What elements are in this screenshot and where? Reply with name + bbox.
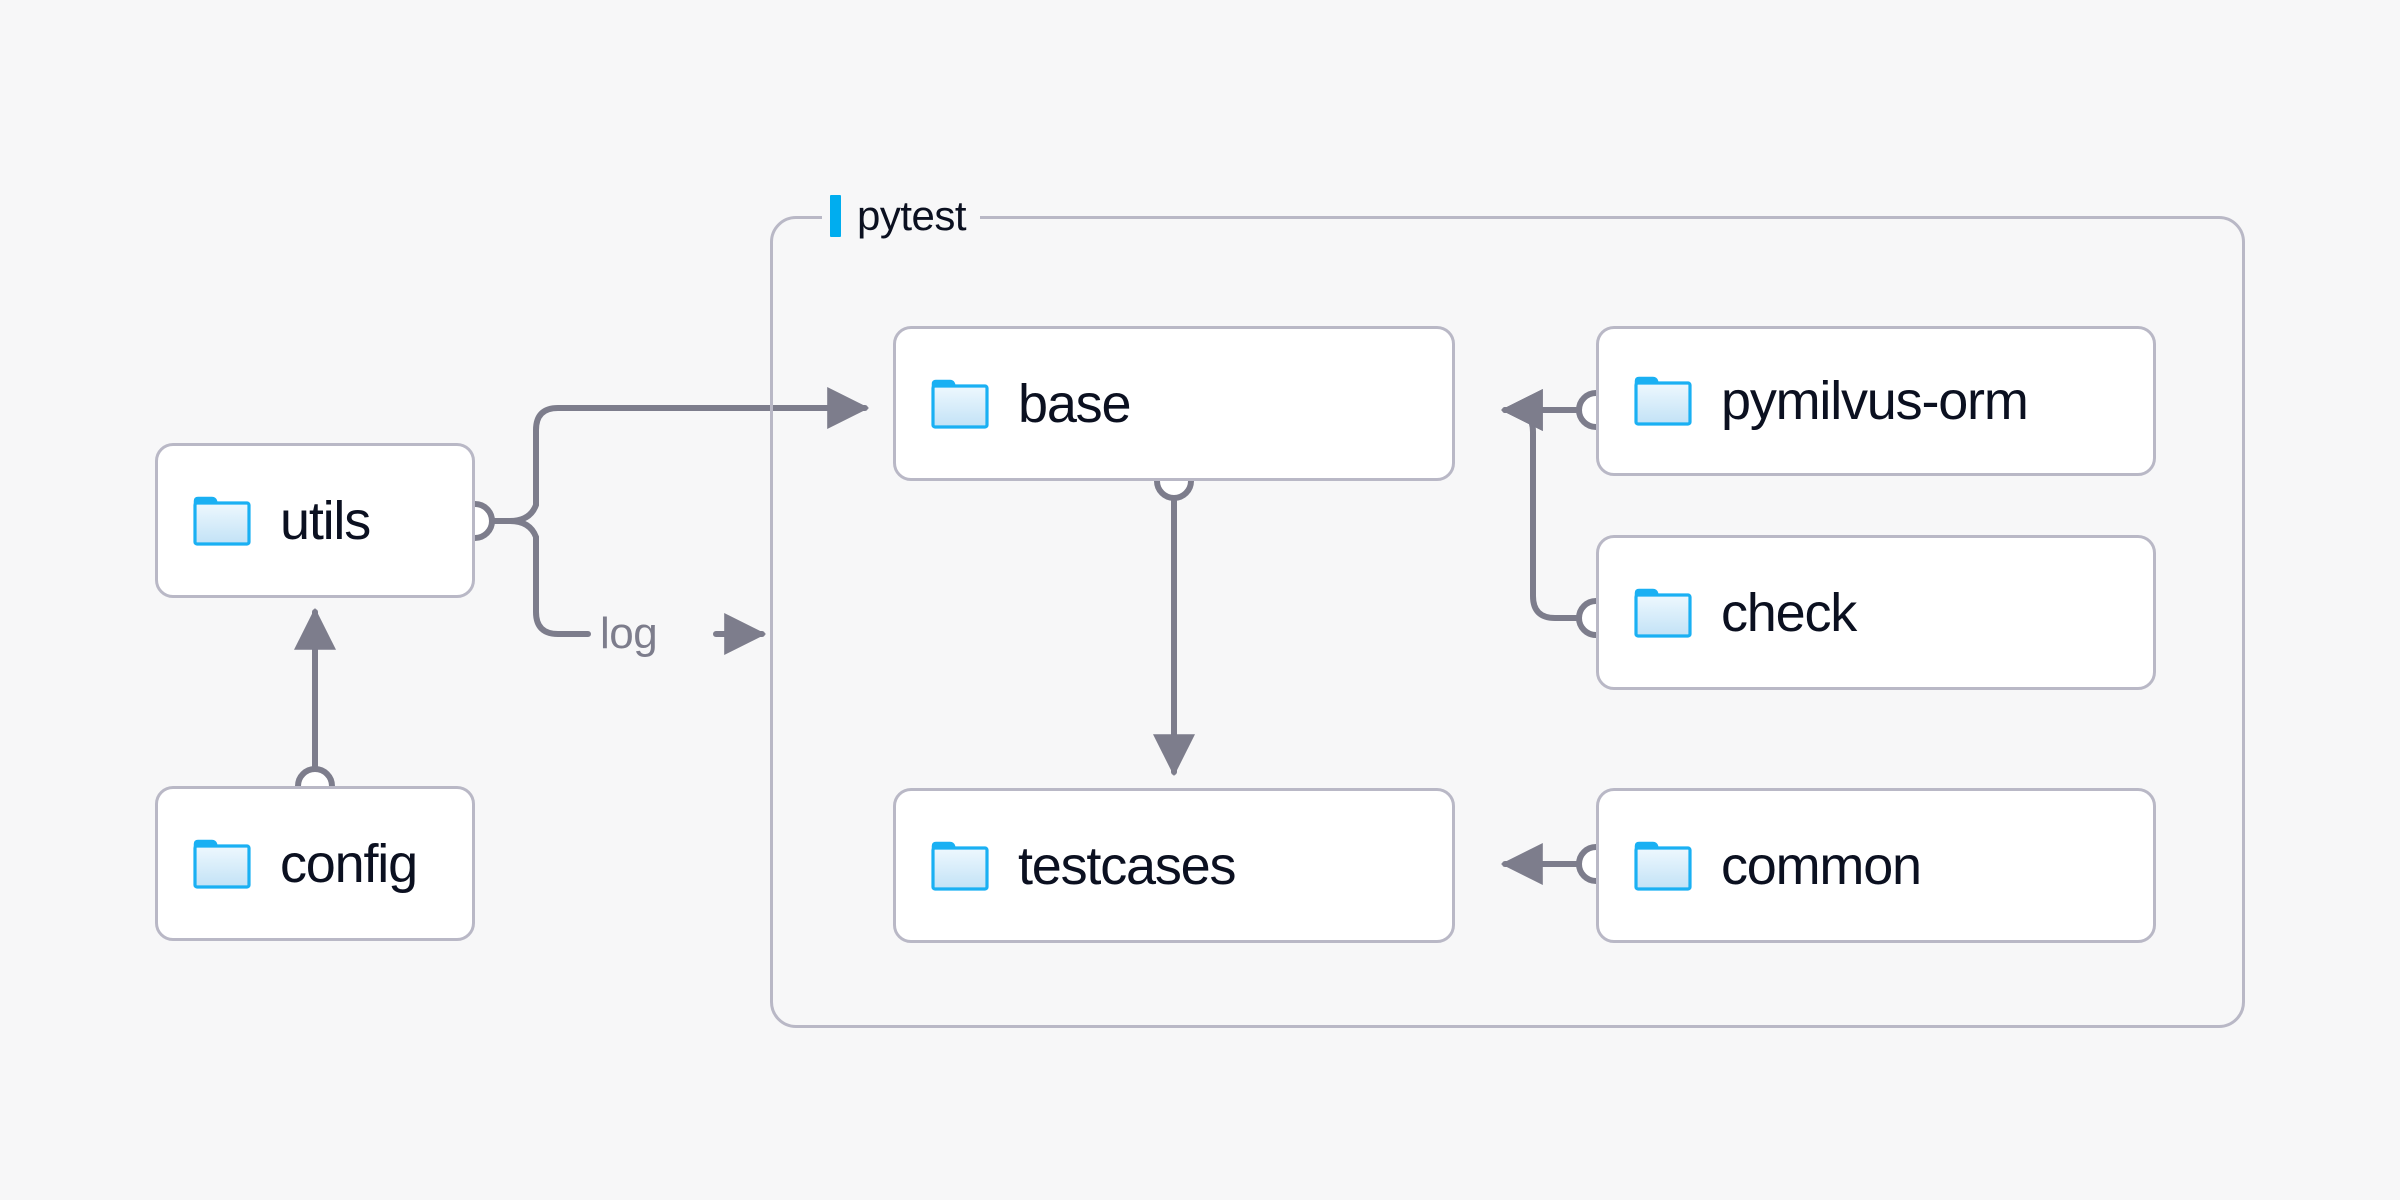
node-pymilvus-orm-label: pymilvus-orm — [1721, 371, 2029, 431]
node-config[interactable]: config — [155, 786, 475, 941]
group-pytest-title: pytest — [857, 192, 967, 239]
node-testcases[interactable]: testcases — [893, 788, 1455, 943]
edge-label-log: log — [600, 609, 658, 658]
folder-icon — [931, 841, 989, 891]
node-utils[interactable]: utils — [155, 443, 475, 598]
accent-bar-icon — [830, 195, 841, 237]
folder-icon — [193, 839, 251, 889]
node-pymilvus-orm[interactable]: pymilvus-orm — [1596, 326, 2156, 476]
node-utils-label: utils — [280, 490, 371, 551]
node-common-label: common — [1721, 835, 1922, 896]
group-pytest[interactable] — [770, 216, 2245, 1028]
folder-icon — [1634, 376, 1692, 426]
node-common[interactable]: common — [1596, 788, 2156, 943]
folder-icon — [1634, 588, 1692, 638]
node-testcases-label: testcases — [1018, 835, 1237, 896]
node-base[interactable]: base — [893, 326, 1455, 481]
node-config-label: config — [280, 833, 418, 894]
folder-icon — [1634, 841, 1692, 891]
node-base-label: base — [1018, 373, 1132, 434]
edge-utils-to-log — [484, 518, 591, 637]
group-pytest-label: pytest — [822, 189, 981, 243]
node-check[interactable]: check — [1596, 535, 2156, 690]
folder-icon — [193, 496, 251, 546]
node-check-label: check — [1721, 582, 1857, 643]
folder-icon — [931, 379, 989, 429]
